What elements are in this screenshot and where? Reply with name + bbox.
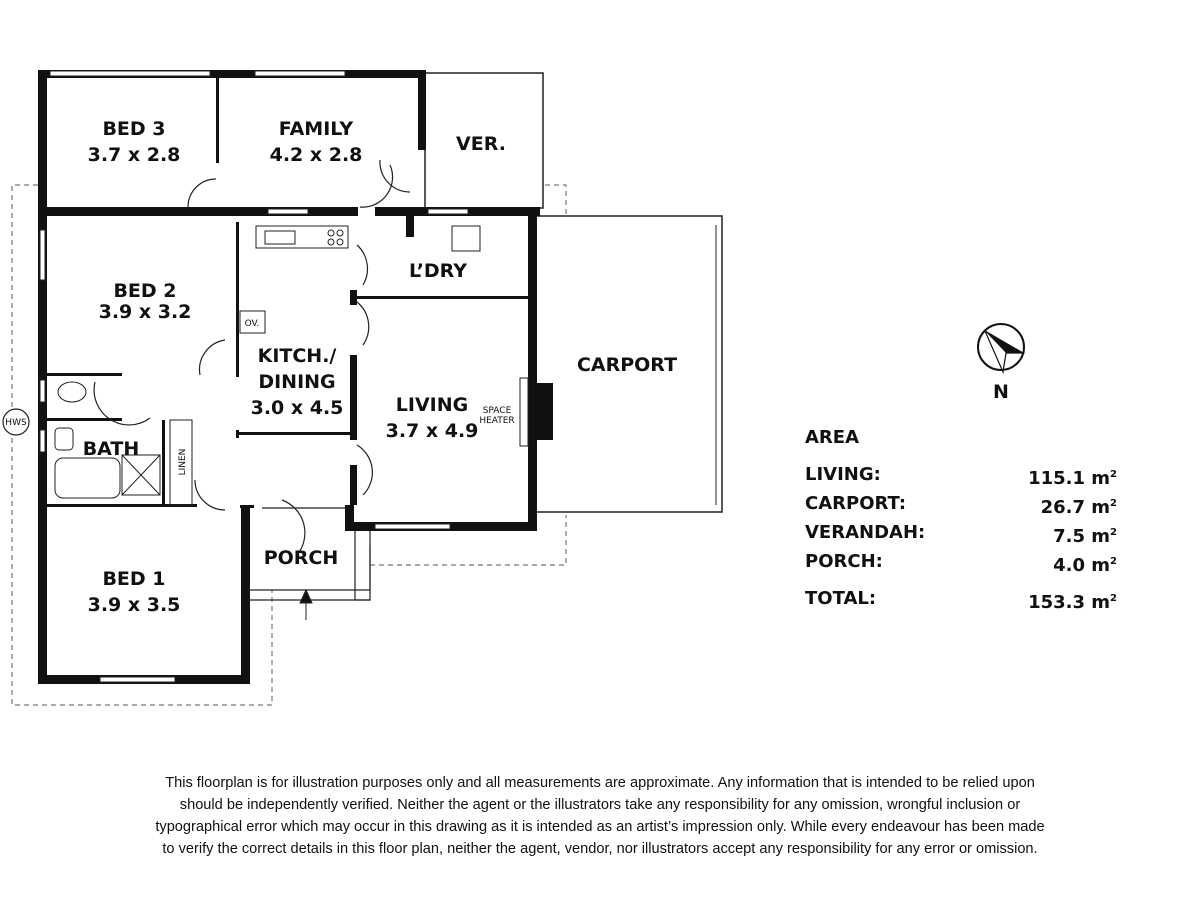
bed3-size: 3.7 x 2.8: [88, 144, 181, 166]
area-value-text: 26.7 m: [1040, 497, 1111, 518]
area-label: PORCH:: [805, 551, 883, 572]
linen-cupboard: [169, 419, 193, 506]
oven-icon: [239, 310, 266, 334]
carport-outline: [537, 215, 723, 513]
family-size: 4.2 x 2.8: [270, 144, 363, 166]
basin-icon: [54, 427, 74, 451]
sink-icon: [264, 230, 296, 245]
area-total-value-text: 153.3 m: [1028, 592, 1111, 613]
bathtub-icon: [54, 457, 121, 499]
bed2-size: 3.9 x 3.2: [99, 301, 192, 323]
area-value: 26.7 m2: [1041, 489, 1117, 518]
laundry-tub-icon: [451, 225, 481, 252]
living-label: LIVING: [396, 394, 468, 416]
area-value-text: 115.1 m: [1028, 468, 1111, 489]
bed1-label: BED 1: [102, 568, 165, 590]
area-table: AREA LIVING:115.1 m2 CARPORT:26.7 m2 VER…: [805, 424, 1117, 613]
laundry-label: L’DRY: [409, 260, 467, 282]
disclaimer-line: typographical error which may occur in t…: [155, 819, 1045, 835]
hws-icon: [2, 408, 30, 436]
kitchen-bench: [255, 225, 349, 249]
linen-label: LINEN: [178, 449, 188, 476]
unit-sup: 2: [1110, 593, 1117, 604]
area-row: PORCH: 4.0 m2: [805, 547, 1117, 576]
area-row: LIVING: 115.1 m2: [805, 460, 1117, 489]
area-title: AREA: [805, 427, 860, 448]
disclaimer-line: to verify the correct details in this fl…: [162, 841, 1038, 857]
bed2-label: BED 2: [113, 280, 176, 302]
boundary-dashes: [11, 184, 567, 706]
area-label: VERANDAH:: [805, 522, 926, 543]
unit-sup: 2: [1110, 527, 1117, 538]
area-value-text: 4.0 m: [1053, 555, 1111, 576]
family-label: FAMILY: [279, 118, 354, 140]
area-row: CARPORT: 26.7 m2: [805, 489, 1117, 518]
floor-plan: HWS BED 3 3.7 x 2.8 FAMILY 4.2 x 2.8 VER…: [2, 70, 1026, 706]
area-total-row: TOTAL: 153.3 m2: [805, 584, 1117, 613]
fixtures: [54, 225, 529, 620]
area-total-value: 153.3 m2: [1028, 584, 1117, 613]
kitchen-label-1: KITCH./: [258, 345, 337, 367]
shower-icon: [121, 454, 161, 496]
disclaimer: This floorplan is for illustration purpo…: [60, 772, 1140, 860]
unit-sup: 2: [1110, 556, 1117, 567]
toilet-icon: [57, 381, 87, 403]
compass-north-label: N: [993, 381, 1009, 403]
verandah-label: VER.: [456, 133, 506, 155]
area-value-text: 7.5 m: [1053, 526, 1111, 547]
unit-sup: 2: [1110, 469, 1117, 480]
unit-sup: 2: [1110, 498, 1117, 509]
bath-label: BATH: [83, 438, 140, 460]
space-heater-label-2: HEATER: [479, 416, 514, 426]
area-value: 7.5 m2: [1053, 518, 1117, 547]
area-total-label: TOTAL:: [805, 588, 877, 609]
kitchen-label-2: DINING: [258, 371, 335, 393]
porch-label: PORCH: [264, 547, 339, 569]
space-heater-icon: [519, 377, 529, 447]
windows: [39, 70, 469, 683]
bed3-label: BED 3: [102, 118, 165, 140]
entry-arrow-icon: [299, 588, 313, 604]
space-heater-label-1: SPACE: [483, 406, 512, 416]
disclaimer-line: This floorplan is for illustration purpo…: [165, 775, 1035, 791]
area-value: 4.0 m2: [1053, 547, 1117, 576]
hws-label: HWS: [5, 418, 27, 428]
bed1-size: 3.9 x 3.5: [88, 594, 181, 616]
kitchen-size: 3.0 x 4.5: [251, 397, 344, 419]
carport-label: CARPORT: [577, 354, 677, 376]
area-row: VERANDAH: 7.5 m2: [805, 518, 1117, 547]
doors: [93, 159, 411, 556]
compass-icon: [977, 323, 1026, 375]
area-label: CARPORT:: [805, 493, 907, 514]
living-size: 3.7 x 4.9: [386, 420, 479, 442]
oven-label: OV.: [245, 319, 260, 329]
disclaimer-line: should be independently verified. Neithe…: [179, 797, 1021, 813]
area-value: 115.1 m2: [1028, 460, 1117, 489]
area-label: LIVING:: [805, 464, 881, 485]
